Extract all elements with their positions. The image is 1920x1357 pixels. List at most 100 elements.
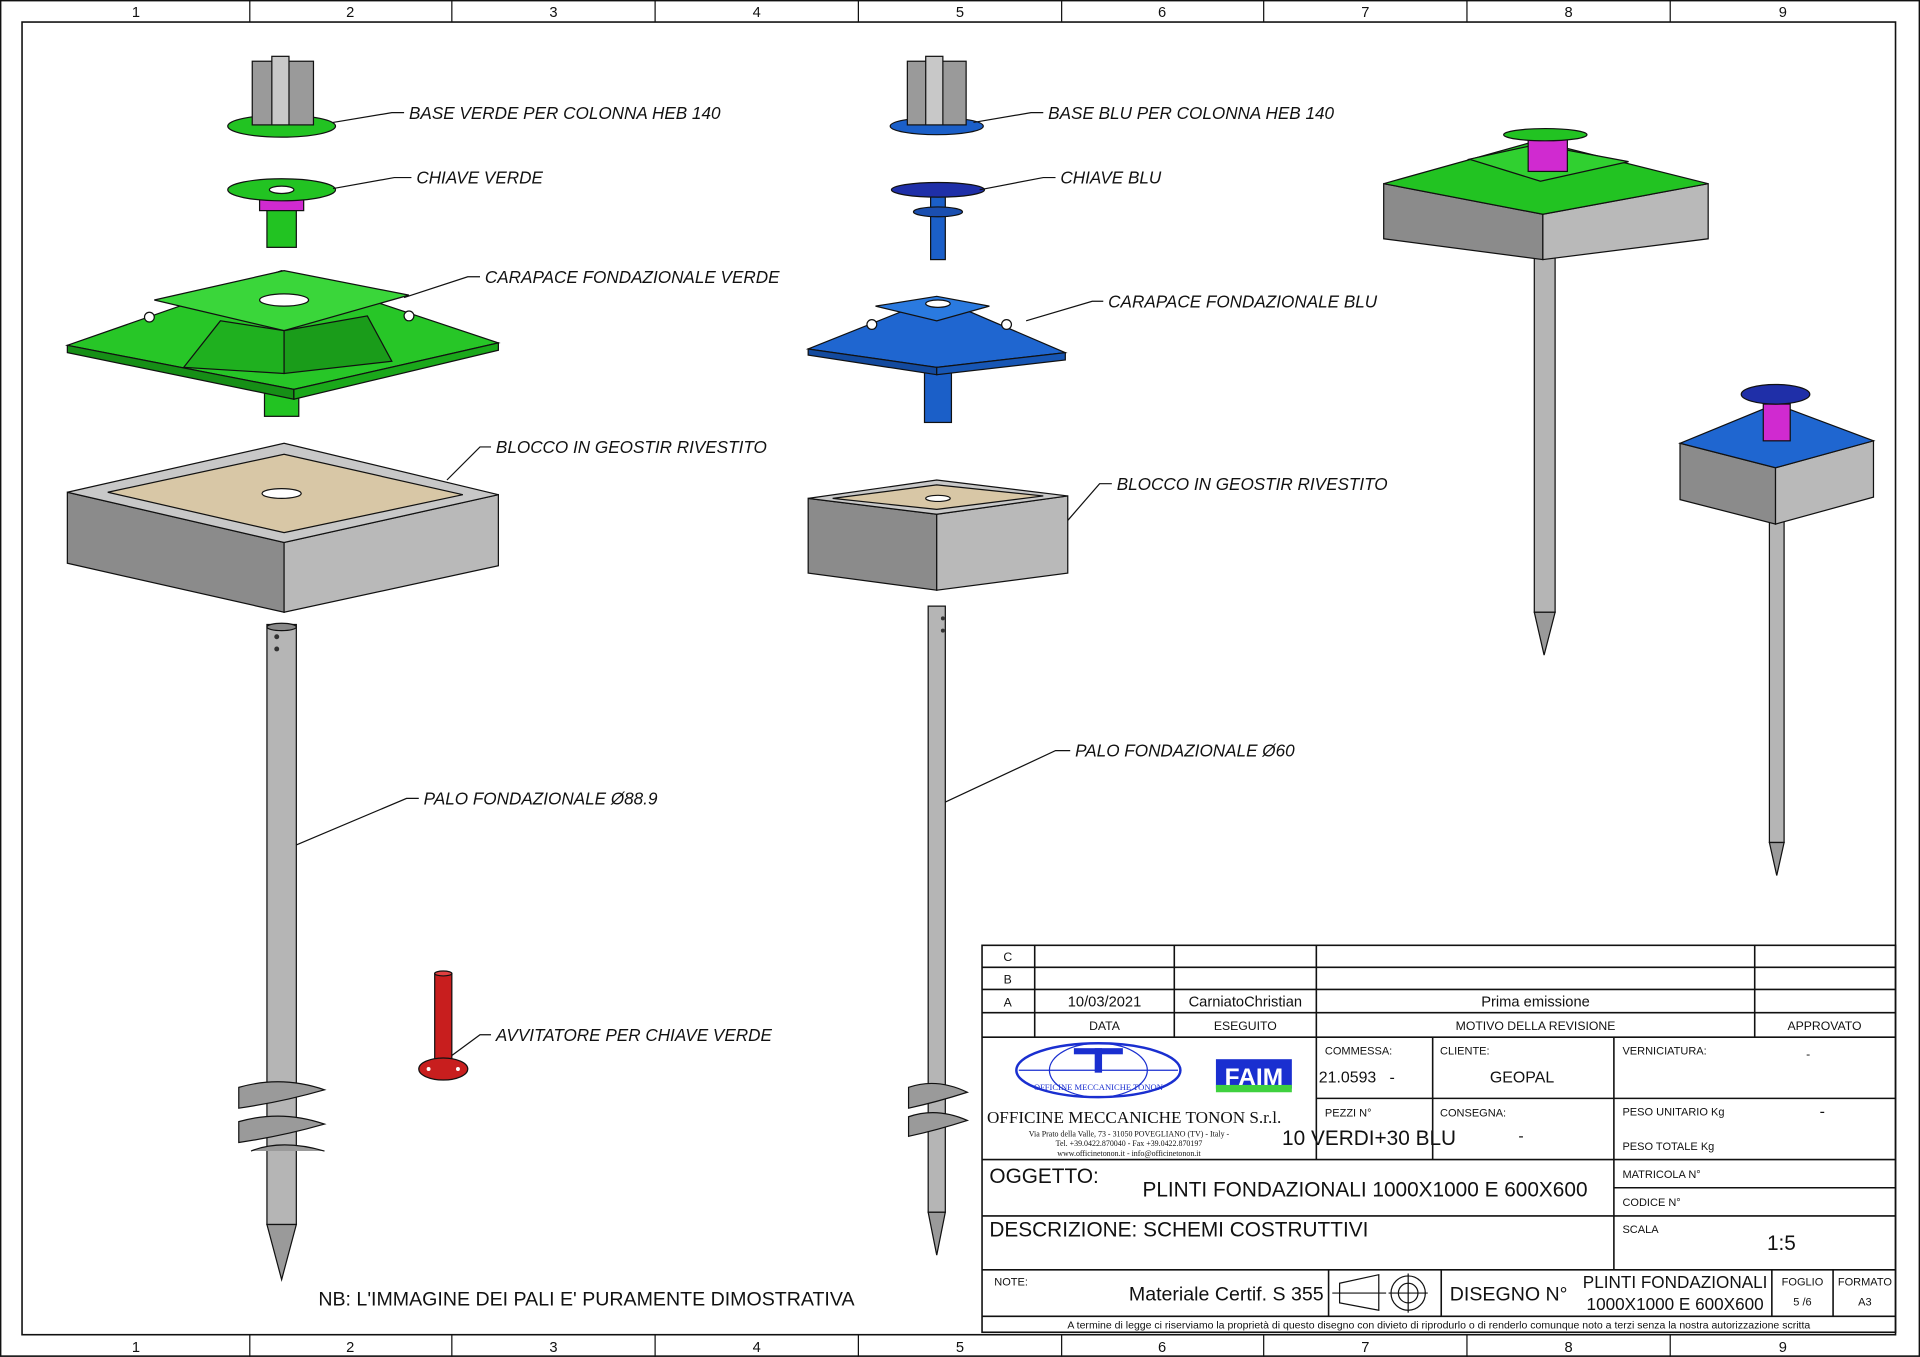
ruler-col-5: 5 [956, 1340, 964, 1356]
ruler-col-4: 4 [753, 1340, 761, 1356]
commessa-value: 21.0593 - [1319, 1069, 1395, 1086]
company-web: www.officinetonon.it - info@officinetono… [1057, 1149, 1201, 1158]
svg-text:DISEGNO N°: DISEGNO N° [1450, 1283, 1568, 1305]
green-geostir-block [66, 442, 499, 614]
peso-unitario-value: - [1820, 1104, 1825, 1121]
svg-text:FORMATO: FORMATO [1838, 1277, 1892, 1289]
svg-text:CLIENTE:: CLIENTE: [1440, 1045, 1490, 1057]
green-foundation-pile [238, 622, 327, 1282]
svg-text:C: C [1003, 950, 1012, 964]
revision-row-a: A 10/03/2021 CarniatoChristian Prima emi… [1004, 995, 1590, 1011]
verniciatura-value: - [1806, 1047, 1810, 1061]
company-phone: Tel. +39.0422.870040 - Fax +39.0422.8701… [1056, 1139, 1203, 1148]
callouts: BASE VERDE PER COLONNA HEB 140 CHIAVE VE… [296, 103, 1388, 1057]
header-motivo: MOTIVO DELLA REVISIONE [1456, 1019, 1616, 1033]
svg-text:OFFICINE MECCANICHE TONON: OFFICINE MECCANICHE TONON [1034, 1082, 1163, 1092]
label-avvitatore: AVVITATORE PER CHIAVE VERDE [495, 1025, 773, 1045]
scala-value: 1:5 [1767, 1232, 1796, 1255]
cliente-value: GEOPAL [1490, 1069, 1554, 1086]
ruler-col-3: 3 [549, 1340, 557, 1356]
ruler-col-9: 9 [1779, 1340, 1787, 1356]
projection-symbol-icon [1332, 1273, 1428, 1313]
blue-key [890, 181, 986, 261]
ruler-col-7: 7 [1361, 5, 1369, 21]
svg-text:VERNICIATURA:: VERNICIATURA: [1622, 1045, 1706, 1057]
red-screwdriver-tool [418, 970, 469, 1081]
drawing-frame [21, 21, 1897, 1336]
svg-text:PESO UNITARIO Kg: PESO UNITARIO Kg [1622, 1107, 1724, 1119]
ruler-col-2: 2 [346, 5, 354, 21]
svg-text:A: A [1004, 996, 1013, 1010]
ruler-col-6: 6 [1158, 1340, 1166, 1356]
svg-text:B: B [1004, 972, 1012, 986]
consegna-value: - [1518, 1128, 1523, 1145]
svg-text:CONSEGNA:: CONSEGNA: [1440, 1108, 1506, 1120]
blue-shell [805, 295, 1068, 424]
ruler-col-7: 7 [1361, 1340, 1369, 1356]
svg-text:FOGLIO: FOGLIO [1782, 1277, 1824, 1289]
svg-text:NOTE:: NOTE: [994, 1277, 1028, 1289]
ruler-col-3: 3 [549, 5, 557, 21]
ruler-col-4: 4 [753, 5, 761, 21]
label-palo-verde: PALO FONDAZIONALE Ø88.9 [424, 788, 658, 808]
revision-row-c: C [1003, 950, 1012, 964]
oggetto-value: PLINTI FONDAZIONALI 1000X1000 E 600X600 [1142, 1178, 1587, 1201]
formato-value: A3 [1858, 1296, 1871, 1308]
label-chiave-blu: CHIAVE BLU [1060, 168, 1162, 188]
assembled-green-plinth [1383, 127, 1709, 656]
company-name: OFFICINE MECCANICHE TONON S.r.l. [987, 1108, 1281, 1127]
company-address: Via Prato della Valle, 73 - 31050 POVEGL… [1029, 1129, 1230, 1138]
revision-row-b: B [1004, 972, 1012, 986]
ruler-col-8: 8 [1564, 5, 1572, 21]
header-approvato: APPROVATO [1787, 1019, 1861, 1033]
revision-reason: Prima emissione [1481, 995, 1590, 1011]
svg-text:PESO TOTALE Kg: PESO TOTALE Kg [1622, 1141, 1714, 1153]
bottom-ruler: 1 2 3 4 5 6 7 8 9 [132, 1334, 1787, 1357]
label-palo-blu: PALO FONDAZIONALE Ø60 [1075, 741, 1295, 761]
green-key [227, 178, 337, 248]
ruler-col-5: 5 [956, 5, 964, 21]
blue-foundation-pile [907, 605, 970, 1256]
title-block: C B A 10/03/2021 CarniatoChristian Prima… [981, 944, 1897, 1334]
ruler-col-8: 8 [1564, 1340, 1572, 1356]
label-carapace-verde: CARAPACE FONDAZIONALE VERDE [485, 267, 780, 287]
pezzi-value: 10 VERDI+30 BLU [1282, 1127, 1456, 1150]
disegno-value-1: PLINTI FONDAZIONALI [1583, 1272, 1768, 1292]
svg-text:OGGETTO:: OGGETTO: [989, 1165, 1098, 1188]
header-eseguito: ESEGUITO [1214, 1019, 1277, 1033]
top-ruler: 1 2 3 4 5 6 7 8 9 [132, 0, 1787, 23]
copyright-disclaimer: A termine di legge ci riserviamo la prop… [1067, 1320, 1810, 1332]
ruler-col-6: 6 [1158, 5, 1166, 21]
blue-base-column [889, 55, 984, 136]
label-base-blu: BASE BLU PER COLONNA HEB 140 [1048, 103, 1334, 123]
svg-text:FAIM: FAIM [1225, 1064, 1283, 1091]
label-blocco-verde: BLOCCO IN GEOSTIR RIVESTITO [496, 437, 767, 457]
tonon-logo: OFFICINE MECCANICHE TONON [1015, 1042, 1182, 1099]
revision-author: CarniatoChristian [1189, 995, 1302, 1011]
note-value: Materiale Certif. S 355 [1129, 1283, 1324, 1305]
header-data: DATA [1089, 1019, 1121, 1033]
faim-logo: FAIM [1215, 1059, 1292, 1093]
assembled-blue-plinth [1678, 383, 1876, 876]
svg-text:PEZZI N°: PEZZI N° [1325, 1108, 1372, 1120]
disegno-value-2: 1000X1000 E 600X600 [1587, 1294, 1764, 1314]
disclaimer-note-piles: NB: L'IMMAGINE DEI PALI E' PURAMENTE DIM… [318, 1288, 855, 1310]
foglio-value: 5 /6 [1793, 1296, 1811, 1308]
svg-text:CODICE N°: CODICE N° [1622, 1197, 1680, 1209]
label-chiave-verde: CHIAVE VERDE [416, 168, 543, 188]
blue-geostir-block [807, 479, 1069, 591]
green-shell [65, 269, 501, 417]
ruler-col-2: 2 [346, 1340, 354, 1356]
label-blocco-blu: BLOCCO IN GEOSTIR RIVESTITO [1117, 474, 1388, 494]
label-base-verde: BASE VERDE PER COLONNA HEB 140 [409, 103, 721, 123]
green-base-column [227, 55, 337, 138]
svg-text:SCALA: SCALA [1622, 1224, 1659, 1236]
ruler-col-1: 1 [132, 5, 140, 21]
ruler-col-1: 1 [132, 1340, 140, 1356]
svg-text:MATRICOLA N°: MATRICOLA N° [1622, 1169, 1700, 1181]
ruler-col-9: 9 [1779, 5, 1787, 21]
descrizione-value: DESCRIZIONE: SCHEMI COSTRUTTIVI [989, 1219, 1368, 1242]
revision-date: 10/03/2021 [1068, 995, 1142, 1011]
